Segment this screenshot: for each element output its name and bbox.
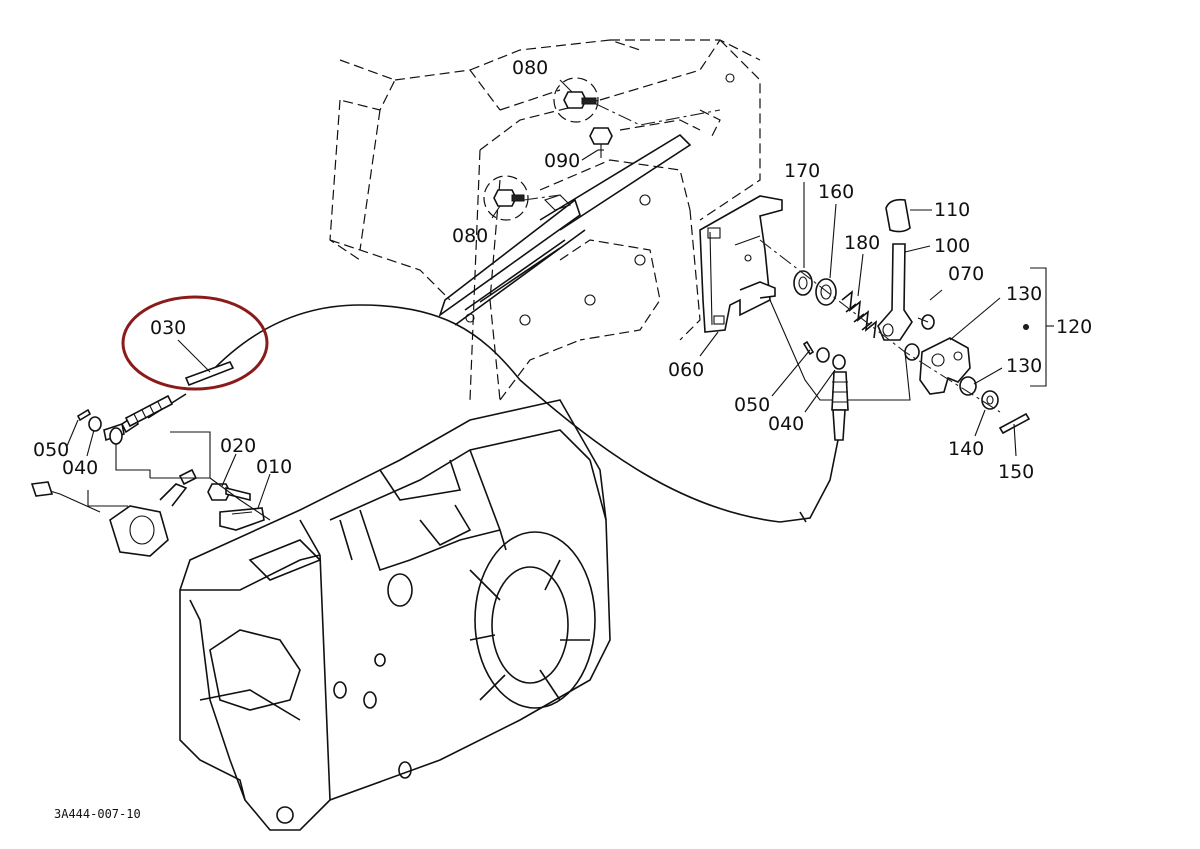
callout-020: 020 xyxy=(220,435,256,457)
washer-040-left xyxy=(88,416,102,432)
leader-080-left xyxy=(769,299,911,401)
bushing-130-bottom xyxy=(959,376,977,396)
cable-end-right xyxy=(802,340,849,441)
lever-arm xyxy=(438,133,692,326)
clutch-release-housing xyxy=(30,468,198,557)
callout-leaders xyxy=(66,79,1054,509)
pin-070 xyxy=(917,314,935,330)
transmission-case xyxy=(179,399,611,831)
callout-060: 060 xyxy=(668,359,704,381)
callout-110: 110 xyxy=(934,199,970,221)
spring-180 xyxy=(841,290,878,339)
callout-030: 030 xyxy=(150,317,186,339)
bolt-080-left xyxy=(483,175,529,221)
pin-050-left xyxy=(76,408,92,422)
bracket-060 xyxy=(699,195,783,333)
callout-150: 150 xyxy=(998,461,1034,483)
lever-100 xyxy=(877,243,913,341)
callout-080-top: 080 xyxy=(512,57,548,79)
leaders-left xyxy=(87,431,271,521)
bolt-080-top xyxy=(553,77,599,123)
callout-130-top: 130 xyxy=(1006,283,1042,305)
callout-090: 090 xyxy=(544,150,580,172)
dash-leaders-080 xyxy=(523,103,721,201)
callout-070: 070 xyxy=(948,263,984,285)
cable-030 xyxy=(184,304,839,523)
callout-040-left: 040 xyxy=(62,457,98,479)
bolt-090 xyxy=(589,127,613,158)
callout-100: 100 xyxy=(934,235,970,257)
knob-110 xyxy=(885,198,911,233)
washer-140 xyxy=(981,390,999,410)
callout-050-left: 050 xyxy=(33,439,69,461)
callout-040-right: 040 xyxy=(768,413,804,435)
cotter-pin-150 xyxy=(998,412,1031,435)
bracket-010 xyxy=(219,507,265,531)
callout-160: 160 xyxy=(818,181,854,203)
rod-assembly-left xyxy=(103,393,187,445)
cam-120 xyxy=(919,324,1029,395)
callout-140: 140 xyxy=(948,438,984,460)
tractor-body-outline xyxy=(329,39,761,401)
callout-180: 180 xyxy=(844,232,880,254)
callout-050-right: 050 xyxy=(734,394,770,416)
washer-170 xyxy=(793,270,813,296)
callout-130-bottom: 130 xyxy=(1006,355,1042,377)
highlight-ring-030 xyxy=(121,295,269,391)
bushing-130-top xyxy=(904,343,920,361)
callout-120: 120 xyxy=(1056,316,1092,338)
callout-010: 010 xyxy=(256,456,292,478)
callout-170: 170 xyxy=(784,160,820,182)
callout-labels: 080 090 080 030 050 040 020 010 060 050 … xyxy=(33,57,1092,821)
diagram-code: 3A444-007-10 xyxy=(54,807,141,821)
bracket-line-120 xyxy=(1030,267,1047,387)
washer-160 xyxy=(815,278,837,306)
callout-080-left: 080 xyxy=(452,225,488,247)
